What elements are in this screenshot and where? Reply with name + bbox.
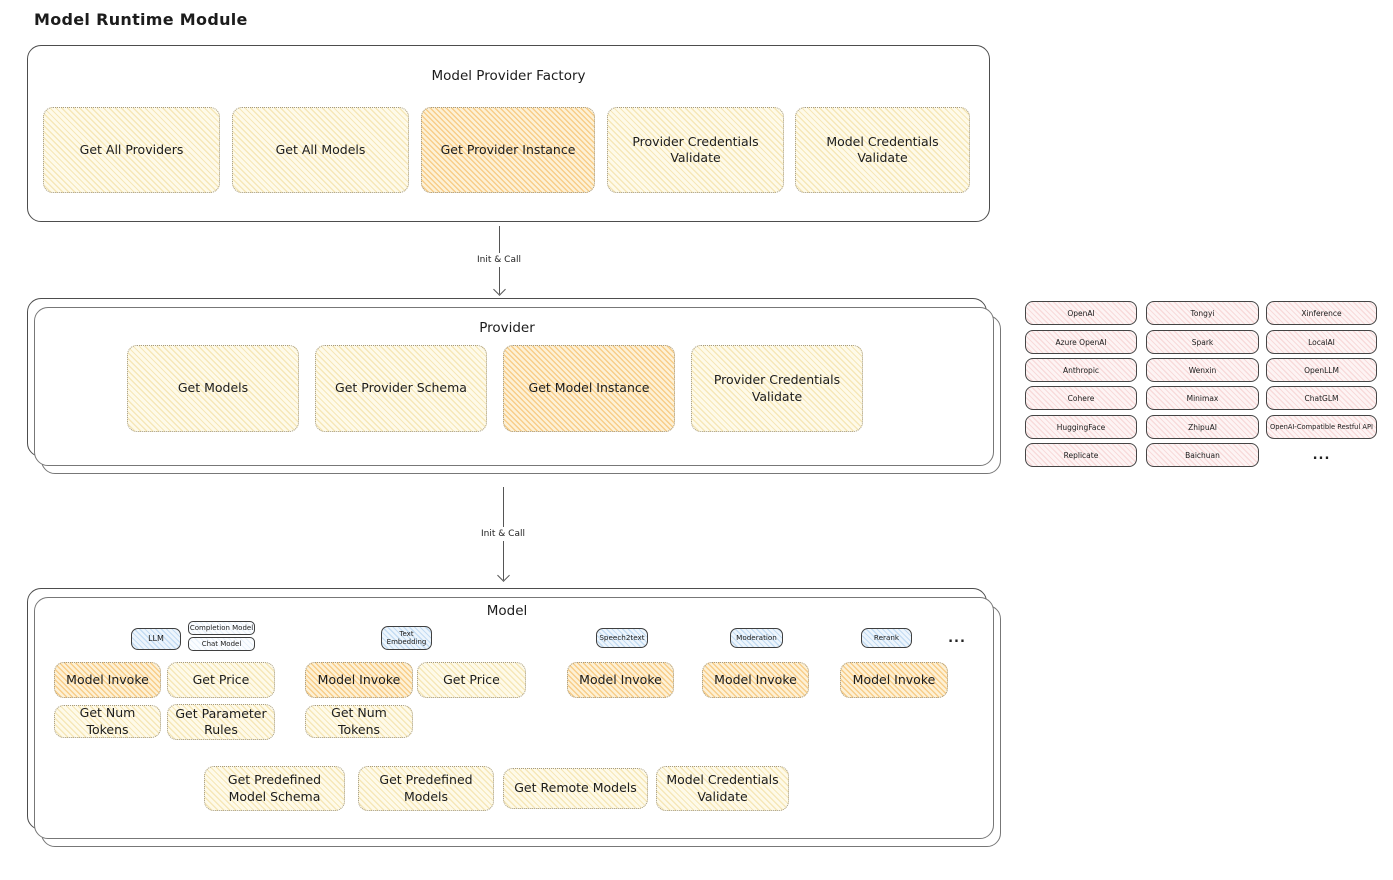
provider-item-huggingface: HuggingFace [1025, 415, 1137, 439]
init-call-arrow-2: Init & Call [475, 487, 531, 582]
arrow-line [502, 540, 504, 580]
provider-item-zhipuai: ZhipuAI [1146, 415, 1259, 439]
llm-get-num-tokens-node: Get Num Tokens [54, 705, 161, 738]
get-predefined-models-node: Get Predefined Models [358, 766, 494, 811]
get-all-models-node: Get All Models [232, 107, 409, 193]
model-credentials-validate-node-2: Model Credentials Validate [656, 766, 789, 811]
te-get-num-tokens-node: Get Num Tokens [305, 705, 413, 738]
provider-item-chatglm: ChatGLM [1266, 386, 1377, 410]
provider-item-openai-compatible: OpenAI-Compatible Restful API [1266, 415, 1377, 439]
provider-credentials-validate-node: Provider Credentials Validate [607, 107, 784, 193]
s2t-model-invoke-node: Model Invoke [567, 662, 674, 698]
provider-item-xinference: Xinference [1266, 301, 1377, 325]
tab-chat-model: Chat Model [188, 637, 255, 651]
get-remote-models-node: Get Remote Models [503, 768, 648, 809]
provider-item-baichuan: Baichuan [1146, 443, 1259, 467]
provider-credentials-validate-node-2: Provider Credentials Validate [691, 345, 863, 432]
page-title: Model Runtime Module [34, 10, 248, 29]
provider-item-minimax: Minimax [1146, 386, 1259, 410]
tab-completion-model: Completion Model [188, 621, 255, 635]
provider-item-openai: OpenAI [1025, 301, 1137, 325]
init-call-arrow-1: Init & Call [471, 226, 527, 296]
get-predefined-model-schema-node: Get Predefined Model Schema [204, 766, 345, 811]
provider-item-cohere: Cohere [1025, 386, 1137, 410]
moderation-model-invoke-node: Model Invoke [702, 662, 809, 698]
get-models-node: Get Models [127, 345, 299, 432]
llm-get-price-node: Get Price [167, 662, 275, 698]
model-credentials-validate-node: Model Credentials Validate [795, 107, 970, 193]
te-model-invoke-node: Model Invoke [305, 662, 413, 698]
provider-item-azure-openai: Azure OpenAI [1025, 330, 1137, 354]
tab-rerank: Rerank [861, 628, 912, 648]
provider-item-openllm: OpenLLM [1266, 358, 1377, 382]
provider-item-localai: LocalAI [1266, 330, 1377, 354]
llm-model-invoke-node: Model Invoke [54, 662, 161, 698]
provider-item-tongyi: Tongyi [1146, 301, 1259, 325]
provider-list-ellipsis: ... [1312, 447, 1331, 463]
arrow-line [498, 226, 500, 253]
arrow-label: Init & Call [477, 255, 521, 265]
provider-item-replicate: Replicate [1025, 443, 1137, 467]
model-title: Model [486, 603, 528, 619]
factory-title: Model Provider Factory [431, 68, 586, 84]
arrow-label: Init & Call [481, 528, 525, 539]
provider-item-anthropic: Anthropic [1025, 358, 1137, 382]
rerank-model-invoke-node: Model Invoke [840, 662, 948, 698]
tab-moderation: Moderation [730, 628, 783, 648]
provider-item-spark: Spark [1146, 330, 1259, 354]
tab-llm: LLM [131, 628, 181, 650]
provider-item-wenxin: Wenxin [1146, 358, 1259, 382]
arrow-head-icon [496, 569, 510, 582]
tab-speech2text: Speech2text [596, 628, 648, 648]
arrow-line [498, 267, 500, 294]
get-provider-schema-node: Get Provider Schema [315, 345, 487, 432]
arrow-head-icon [492, 283, 506, 296]
model-tabs-ellipsis: ... [948, 630, 966, 646]
tab-text-embedding: Text Embedding [381, 626, 432, 650]
llm-get-parameter-rules-node: Get Parameter Rules [167, 704, 275, 740]
get-model-instance-node: Get Model Instance [503, 345, 675, 432]
get-all-providers-node: Get All Providers [43, 107, 220, 193]
te-get-price-node: Get Price [417, 662, 526, 698]
get-provider-instance-node: Get Provider Instance [421, 107, 595, 193]
arrow-line [502, 487, 504, 527]
provider-title: Provider [479, 320, 535, 336]
